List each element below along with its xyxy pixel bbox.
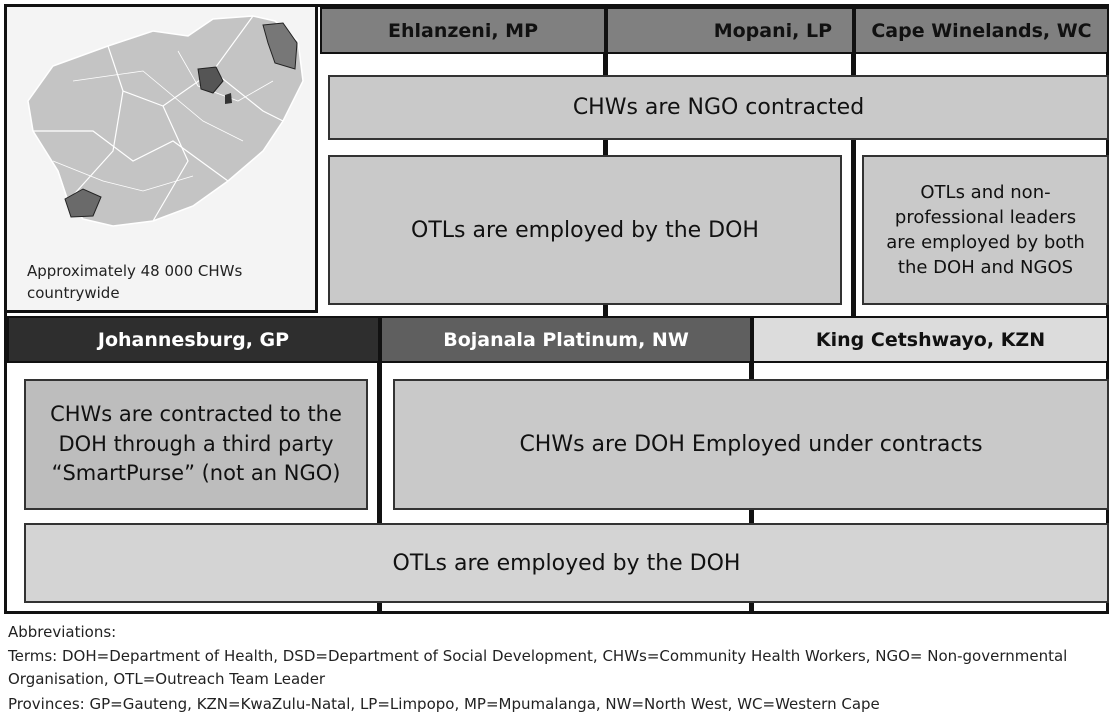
abbreviations-terms: Terms: DOH=Department of Health, DSD=Dep… — [8, 647, 1068, 688]
abbreviations-heading: Abbreviations: — [8, 623, 117, 641]
district-header-mopani: Mopani, LP — [606, 7, 854, 54]
chw-smartpurse-box: CHWs are contracted to the DOH through a… — [24, 379, 368, 510]
separator-line — [377, 363, 382, 614]
separator-line — [851, 54, 856, 316]
otl-doh-box-bottom: OTLs are employed by the DOH — [24, 523, 1109, 603]
district-header-johannesburg: Johannesburg, GP — [7, 316, 380, 363]
map-panel: Approximately 48 000 CHWs countrywide — [7, 7, 318, 313]
otl-doh-box-top: OTLs are employed by the DOH — [328, 155, 842, 305]
district-header-bojanala: Bojanala Platinum, NW — [380, 316, 752, 363]
map-caption: Approximately 48 000 CHWs countrywide — [27, 262, 243, 302]
district-header-ehlanzeni: Ehlanzeni, MP — [320, 7, 606, 54]
otl-wc-box: OTLs and non-professional leaders are em… — [862, 155, 1109, 305]
south-africa-map-icon — [27, 15, 304, 227]
district-header-cape-winelands: Cape Winelands, WC — [854, 7, 1109, 54]
chw-doh-contracts-box: CHWs are DOH Employed under contracts — [393, 379, 1109, 510]
chw-ngo-box: CHWs are NGO contracted — [328, 75, 1109, 140]
abbreviations-provinces: Provinces: GP=Gauteng, KZN=KwaZulu-Natal… — [8, 695, 880, 713]
district-header-king-cetshwayo: King Cetshwayo, KZN — [752, 316, 1109, 363]
